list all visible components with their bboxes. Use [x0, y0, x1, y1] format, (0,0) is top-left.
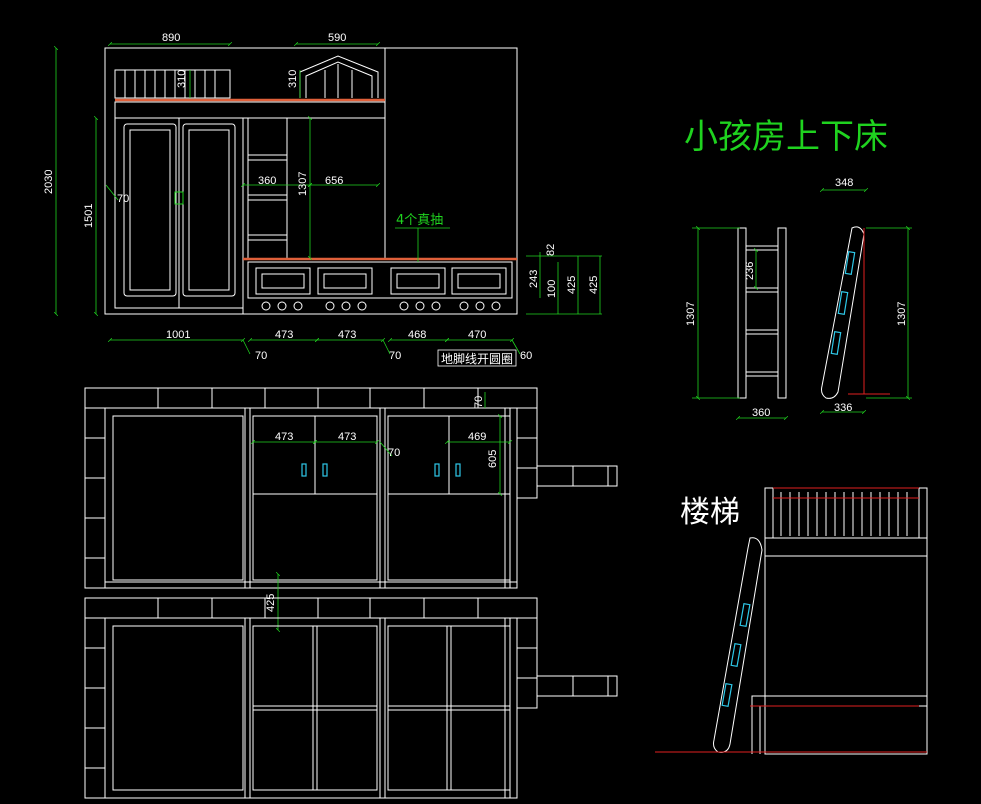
stairs-red-lines	[655, 487, 927, 753]
skirting-circles	[261, 301, 501, 311]
stairs-side-view	[713, 487, 928, 755]
stairs-title: 楼梯	[680, 495, 740, 530]
dim-1001: 1001	[166, 329, 190, 341]
front-dimension-lines	[56, 44, 602, 355]
ladder-dim-360: 360	[752, 407, 770, 419]
stairs-slots	[721, 602, 751, 708]
dim-70-door: 70	[117, 193, 129, 205]
front-elevation	[104, 47, 518, 315]
door-handle-icon	[174, 191, 184, 205]
dim-70-bottom-a: 70	[255, 350, 267, 362]
ladder-dim-236: 236	[744, 262, 756, 280]
dim-425b: 425	[588, 276, 600, 294]
plan-dim-70-depth: 70	[473, 396, 485, 408]
dim-100: 100	[546, 280, 558, 298]
plan-dim-473b: 473	[338, 431, 356, 443]
plan-dim-70: 70	[388, 447, 400, 459]
dim-425a: 425	[566, 276, 578, 294]
plan-dimension-lines	[253, 392, 510, 630]
dim-60: 60	[520, 350, 532, 362]
dim-656: 656	[325, 175, 343, 187]
ladder-slots	[830, 250, 856, 356]
dim-468: 468	[408, 329, 426, 341]
plan-dim-473a: 473	[275, 431, 293, 443]
dim-1501: 1501	[83, 204, 95, 228]
dim-473b: 473	[338, 329, 356, 341]
upper-guard-pickets	[780, 492, 908, 536]
note-four-drawers: 4个真抽	[396, 213, 443, 228]
plan-dim-605: 605	[487, 450, 499, 468]
dim-total-height-2030: 2030	[43, 170, 55, 194]
plan-view-lower	[84, 597, 618, 799]
dim-70-bottom-b: 70	[389, 350, 401, 362]
dim-243: 243	[528, 270, 540, 288]
ladder-dim-348: 348	[835, 177, 853, 189]
ladder-dim-336: 336	[834, 402, 852, 414]
drawing-title: 小孩房上下床	[684, 117, 888, 157]
ladder-dim-1307-left: 1307	[685, 302, 697, 326]
dim-470: 470	[468, 329, 486, 341]
ladder-dim-1307-right: 1307	[896, 302, 908, 326]
dim-360: 360	[258, 175, 276, 187]
ladder-dimension-lines	[692, 190, 912, 418]
dim-310b: 310	[287, 70, 299, 88]
drawer-fronts	[255, 267, 507, 295]
dim-top-890: 890	[162, 32, 180, 44]
upper-rail-pickets	[124, 70, 216, 98]
dim-1307: 1307	[297, 172, 309, 196]
dim-310a: 310	[176, 70, 188, 88]
note-skirting-circles: 地脚线开圆圈	[441, 351, 513, 366]
plan-dim-425: 425	[265, 594, 277, 612]
plan-handles	[301, 463, 461, 477]
dim-top-590: 590	[328, 32, 346, 44]
ladder-detail	[737, 226, 865, 399]
plan-dim-469: 469	[468, 431, 486, 443]
dim-473a: 473	[275, 329, 293, 341]
dim-82: 82	[545, 244, 557, 256]
plan-view-upper	[84, 387, 618, 589]
